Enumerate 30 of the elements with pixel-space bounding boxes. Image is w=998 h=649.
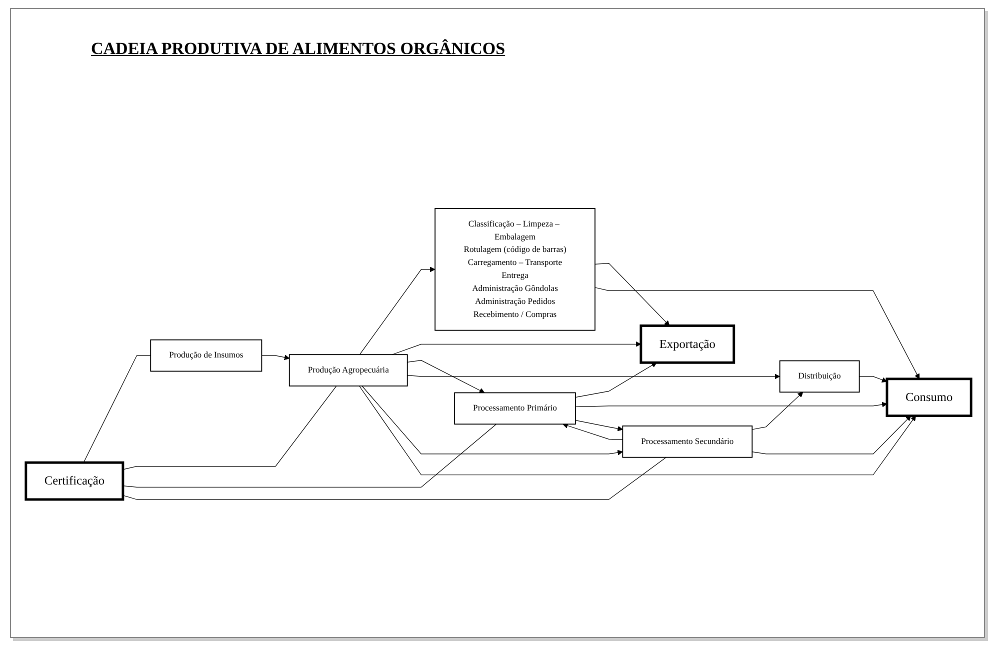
connector	[122, 386, 337, 470]
arrow	[859, 376, 888, 382]
arrow	[407, 360, 485, 393]
arrow	[752, 392, 804, 430]
node-box: Processamento Primário	[454, 392, 576, 425]
arrow	[359, 266, 436, 355]
arrow	[594, 262, 670, 326]
arrow	[392, 341, 642, 355]
diagram-title: CADEIA PRODUTIVA DE ALIMENTOS ORGÂNICOS	[91, 39, 506, 59]
arrow	[407, 374, 780, 380]
node-box: Exportação	[640, 324, 736, 364]
arrow	[575, 420, 623, 432]
arrow	[562, 423, 623, 440]
arrow	[752, 416, 912, 454]
connector	[122, 457, 666, 500]
node-box: Produção de Insumos	[150, 339, 262, 372]
arrow	[358, 386, 916, 476]
node-box: Distribuição	[779, 360, 860, 393]
arrow	[575, 362, 657, 398]
connector	[122, 424, 497, 488]
connector	[83, 355, 151, 463]
arrow	[362, 386, 623, 456]
node-box: Processamento Secundário	[622, 426, 753, 458]
arrow	[575, 402, 888, 408]
node-box: Certificação	[24, 461, 124, 501]
node-box: Classificação – Limpeza – Embalagem Rotulagem (código de barras) Carregamento – Transporte Entrega Administração Gôndolas Administração Pedidos Recebimento / Compras	[434, 208, 596, 331]
arrow	[594, 287, 920, 380]
node-box: Consumo	[886, 378, 972, 418]
arrow	[261, 354, 290, 360]
node-box: Produção Agropecuária	[288, 354, 408, 386]
